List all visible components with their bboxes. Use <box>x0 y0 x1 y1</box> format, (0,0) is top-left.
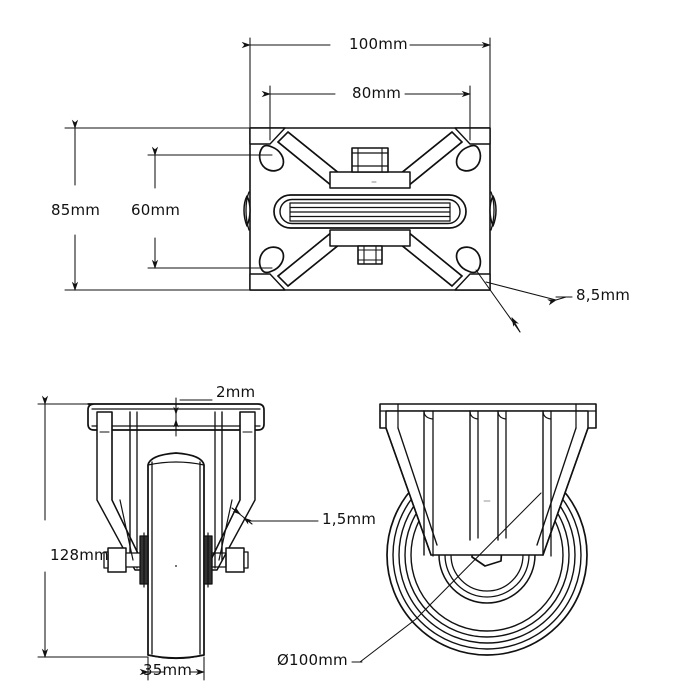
dim-label-overall-height: 128mm <box>50 546 109 564</box>
dim-label-wheel-diameter: Ø100mm <box>277 651 348 669</box>
side-elevation-view <box>379 403 597 656</box>
dim-label-bolt-spacing-length: 80mm <box>352 84 402 102</box>
dim-label-plate-width: 85mm <box>51 201 101 219</box>
front-elevation-view <box>87 403 265 660</box>
dim-label-bolt-hole-diameter: 8,5mm <box>576 286 631 304</box>
top-view-dimensions <box>64 37 573 333</box>
dim-label-plate-thickness: 2mm <box>216 383 256 401</box>
center-slot <box>273 194 467 229</box>
top-plate-view <box>243 127 497 291</box>
bolt-hole <box>455 144 482 172</box>
dim-label-bracket-thickness: 1,5mm <box>322 510 377 528</box>
dim-label-bolt-spacing-width: 60mm <box>131 201 181 219</box>
bolt-hole <box>258 144 285 172</box>
front-view-dimensions <box>37 395 319 681</box>
bolt-hole <box>455 246 482 274</box>
bolt-hole <box>258 246 285 274</box>
dim-label-plate-length: 100mm <box>349 35 408 53</box>
dim-label-wheel-width: 35mm <box>143 661 193 679</box>
side-view-dimensions <box>351 492 542 663</box>
